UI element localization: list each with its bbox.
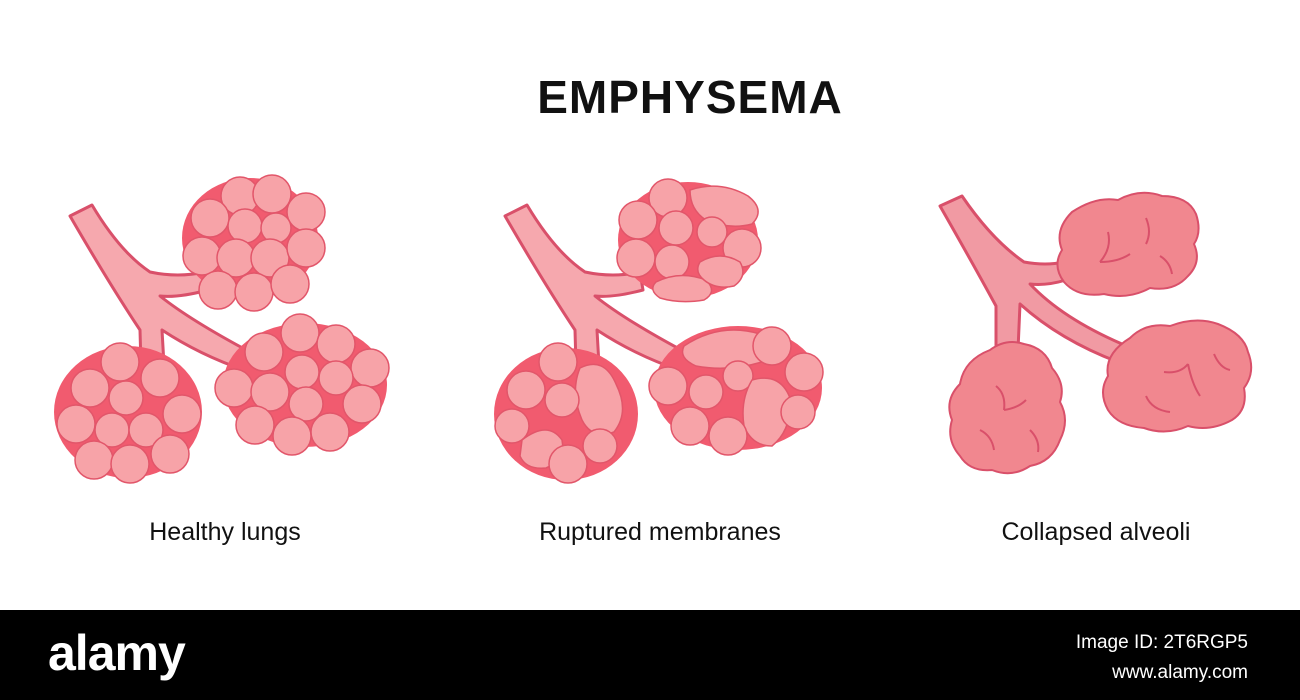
site-url-label: www.alamy.com xyxy=(1112,662,1248,683)
collapsed-alveoli-illustration xyxy=(938,191,1253,475)
illustration-canvas xyxy=(54,174,1253,484)
healthy-lungs-illustration xyxy=(54,174,390,484)
collapsed-airway xyxy=(938,194,1124,364)
watermark-footer: alamy Image ID: 2T6RGP5 www.alamy.com xyxy=(0,610,1300,700)
collapsed-cluster-left xyxy=(948,341,1066,475)
diagram-area: EMPHYSEMA xyxy=(54,71,1253,546)
caption-ruptured-membranes: Ruptured membranes xyxy=(539,518,781,546)
collapsed-cluster-right xyxy=(1102,319,1253,433)
ruptured-cluster-left xyxy=(494,342,638,484)
healthy-airway xyxy=(68,203,252,404)
caption-healthy-lungs: Healthy lungs xyxy=(149,518,301,546)
ruptured-cluster-top xyxy=(616,178,762,303)
diagram-title: EMPHYSEMA xyxy=(537,71,843,123)
healthy-cluster-top xyxy=(182,174,326,312)
image-id-label: Image ID: 2T6RGP5 xyxy=(1075,632,1248,653)
caption-collapsed-alveoli: Collapsed alveoli xyxy=(1001,518,1191,546)
ruptured-airway xyxy=(503,203,687,404)
ruptured-cluster-right xyxy=(648,326,824,456)
brand-logo: alamy xyxy=(48,625,186,681)
ruptured-membranes-illustration xyxy=(494,178,824,484)
collapsed-cluster-top xyxy=(1056,191,1200,297)
healthy-cluster-right xyxy=(214,313,390,456)
healthy-cluster-left xyxy=(54,342,202,484)
